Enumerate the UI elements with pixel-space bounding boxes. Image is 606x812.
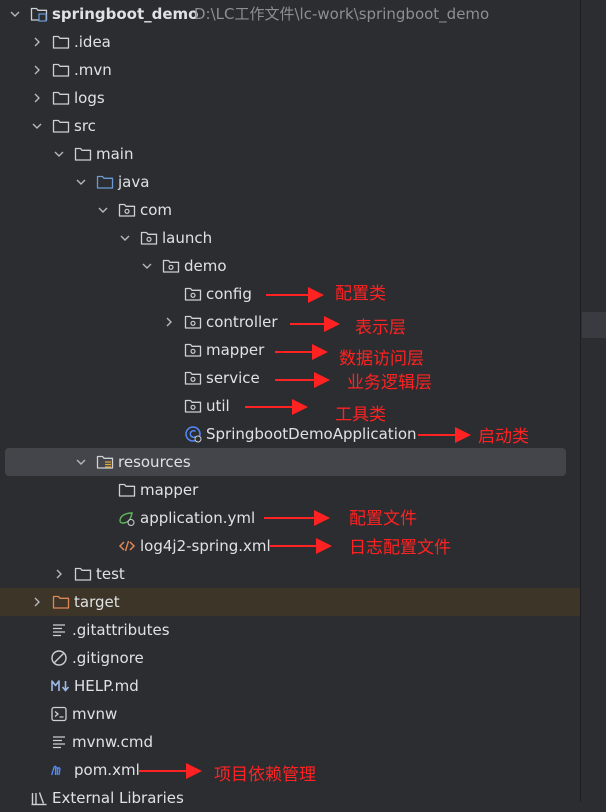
tree-row-mvn[interactable]: .mvn	[0, 56, 580, 84]
tree-label: target	[74, 593, 120, 611]
tree-label: controller	[206, 313, 278, 331]
annotation-service: 业务逻辑层	[347, 373, 432, 393]
spring-class-icon	[184, 425, 202, 443]
tree-row-controller[interactable]: controller	[0, 308, 580, 336]
tree-label: HELP.md	[74, 677, 139, 695]
tree-row-application-class[interactable]: SpringbootDemoApplication	[0, 420, 580, 448]
maven-icon	[50, 761, 68, 779]
tree-label: .mvn	[74, 61, 112, 79]
tree-row-test[interactable]: test	[0, 560, 580, 588]
tree-label: SpringbootDemoApplication	[206, 425, 417, 443]
tree-label: .idea	[74, 33, 111, 51]
tree-label: java	[118, 173, 150, 191]
tree-row-src[interactable]: src	[0, 112, 580, 140]
tree-row-application-yml[interactable]: application.yml	[0, 504, 580, 532]
tree-label: resources	[118, 453, 191, 471]
project-path: D:\LC工作文件\lc-work\springboot_demo	[194, 5, 490, 23]
tree-label: pom.xml	[74, 761, 140, 779]
tree-row-mvnw-cmd[interactable]: mvnw.cmd	[0, 728, 580, 756]
tree-label: service	[206, 369, 260, 387]
tree-label: src	[74, 117, 96, 135]
tree-row-pom-xml[interactable]: pom.xml	[0, 756, 580, 784]
annotation-pom: 项目依赖管理	[214, 765, 316, 785]
annotation-log4j2: 日志配置文件	[349, 538, 451, 558]
tree-row-service[interactable]: service	[0, 364, 580, 392]
annotation-config: 配置类	[335, 284, 386, 304]
ignore-file-icon	[50, 649, 68, 667]
tree-row-resources[interactable]: resources	[5, 448, 566, 476]
markdown-file-icon	[50, 677, 72, 695]
tree-row-mvnw[interactable]: mvnw	[0, 700, 580, 728]
tree-row-gitattributes[interactable]: .gitattributes	[0, 616, 580, 644]
project-name: springboot_demo	[52, 5, 199, 23]
tree-label: test	[96, 565, 125, 583]
annotation-mapper: 数据访问层	[339, 349, 424, 369]
tree-row-project[interactable]: springboot_demo D:\LC工作文件\lc-work\spring…	[0, 0, 580, 28]
spring-config-icon	[118, 509, 136, 527]
tree-label: .gitignore	[72, 649, 144, 667]
xml-file-icon	[118, 537, 136, 555]
annotation-util: 工具类	[335, 405, 386, 425]
scrollbar-thumb[interactable]	[582, 312, 606, 338]
tree-label: util	[206, 397, 230, 415]
tree-row-log4j2-xml[interactable]: log4j2-spring.xml	[0, 532, 580, 560]
tree-row-util[interactable]: util	[0, 392, 580, 420]
tree-row-logs[interactable]: logs	[0, 84, 580, 112]
tree-label: mapper	[206, 341, 265, 359]
tree-row-gitignore[interactable]: .gitignore	[0, 644, 580, 672]
tree-label: mvnw	[72, 705, 118, 723]
tree-row-idea[interactable]: .idea	[0, 28, 580, 56]
tree-row-mapper[interactable]: mapper	[0, 336, 580, 364]
tree-label: launch	[162, 229, 213, 247]
tree-label: .gitattributes	[72, 621, 170, 639]
tree-label: application.yml	[140, 509, 256, 527]
tree-label: mapper	[140, 481, 199, 499]
tree-row-config[interactable]: config	[0, 280, 580, 308]
tree-label: log4j2-spring.xml	[140, 537, 271, 555]
tree-label: mvnw.cmd	[72, 733, 154, 751]
tree-label: main	[96, 145, 134, 163]
tree-label: demo	[184, 257, 227, 275]
resources-folder-icon	[96, 453, 114, 471]
tree-row-target[interactable]: target	[0, 588, 580, 616]
tree-row-launch[interactable]: launch	[0, 224, 580, 252]
annotation-application-yml: 配置文件	[349, 509, 417, 529]
tree-label: config	[206, 285, 252, 303]
tree-row-help-md[interactable]: HELP.md	[0, 672, 580, 700]
tree-row-com[interactable]: com	[0, 196, 580, 224]
tree-row-demo[interactable]: demo	[0, 252, 580, 280]
annotation-controller: 表示层	[355, 318, 406, 338]
tree-row-resources-mapper[interactable]: mapper	[0, 476, 580, 504]
tree-row-java[interactable]: java	[0, 168, 580, 196]
annotation-application: 启动类	[478, 427, 529, 447]
shell-script-icon	[50, 705, 68, 723]
module-folder-icon	[30, 5, 48, 23]
tree-label: com	[140, 201, 173, 219]
scrollbar-track[interactable]	[580, 0, 606, 802]
tree-row-main[interactable]: main	[0, 140, 580, 168]
tree-label: logs	[74, 89, 105, 107]
